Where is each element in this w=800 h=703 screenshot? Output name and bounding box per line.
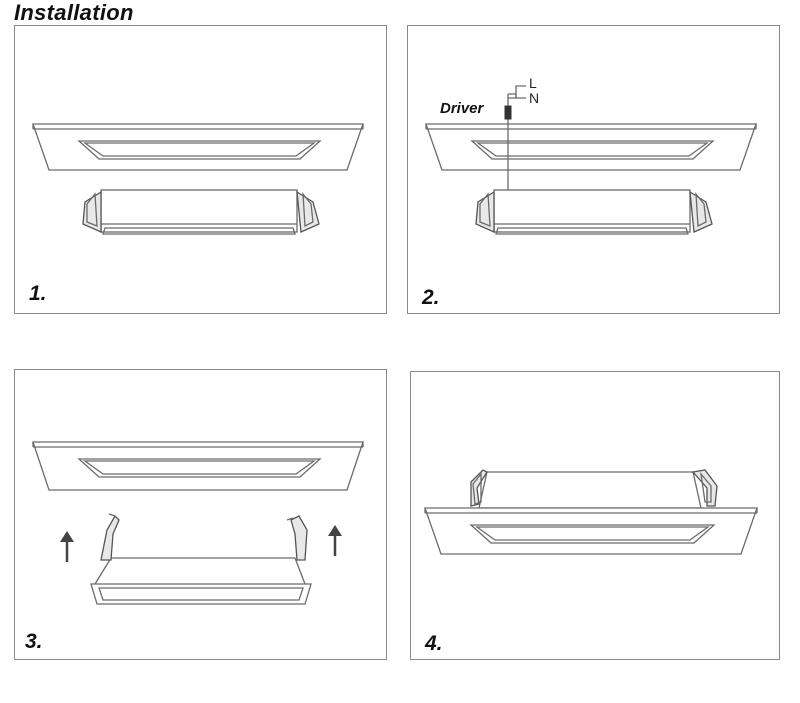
page-title: Installation bbox=[14, 0, 134, 25]
driver-label: Driver bbox=[440, 100, 484, 117]
driver-box bbox=[504, 105, 512, 120]
step-1-number: 1. bbox=[29, 282, 47, 305]
ceiling-panel bbox=[32, 123, 364, 171]
step-2-illustration bbox=[425, 85, 757, 235]
step-3-number: 3. bbox=[25, 630, 43, 653]
ceiling-panel bbox=[425, 123, 757, 171]
step-4-illustration bbox=[424, 469, 758, 555]
light-fixture bbox=[470, 469, 718, 509]
light-fixture bbox=[90, 513, 312, 605]
ceiling-panel bbox=[424, 507, 758, 555]
step-1-panel: 1. bbox=[14, 25, 387, 314]
step-1-illustration bbox=[32, 123, 364, 235]
light-fixture bbox=[475, 189, 713, 235]
step-3-illustration bbox=[32, 441, 364, 605]
light-fixture bbox=[82, 189, 320, 235]
driver-wiring bbox=[504, 85, 526, 190]
up-arrow-right-icon bbox=[328, 525, 342, 556]
up-arrow-left-icon bbox=[60, 531, 74, 562]
ceiling-panel bbox=[32, 441, 364, 491]
step-4-number: 4. bbox=[425, 632, 443, 655]
step-3-panel: 3. bbox=[14, 369, 387, 660]
wire-label-neutral: N bbox=[529, 90, 540, 106]
wire-label-live: L bbox=[529, 75, 537, 91]
step-4-panel: 4. bbox=[410, 371, 780, 660]
step-2-number: 2. bbox=[422, 286, 440, 309]
step-2-panel: Driver L N 2. bbox=[407, 25, 780, 314]
